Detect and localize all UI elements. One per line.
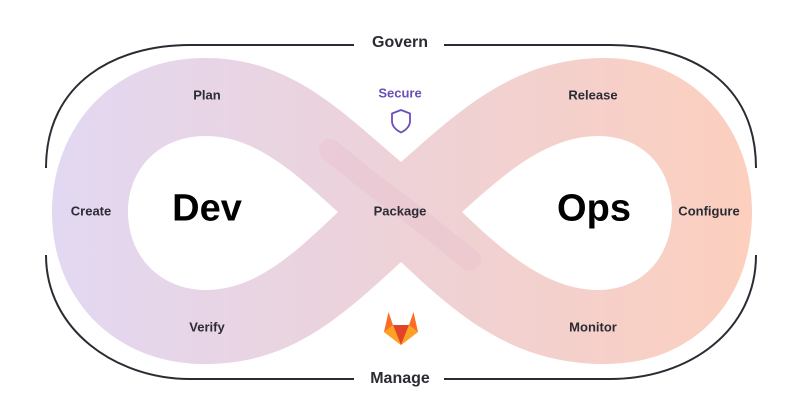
stage-verify: Verify	[189, 319, 225, 335]
secure-label: Secure	[378, 85, 422, 101]
stage-package: Package	[373, 203, 427, 219]
frame-bottom-line-right	[444, 254, 757, 380]
govern-label: Govern	[371, 34, 429, 51]
frame-top-line	[45, 44, 354, 169]
shield-icon	[391, 109, 411, 134]
ops-label: Ops	[557, 187, 631, 230]
stage-plan: Plan	[193, 87, 221, 103]
stage-configure: Configure	[678, 203, 740, 219]
infinity-band	[52, 58, 752, 364]
stage-monitor: Monitor	[569, 319, 617, 335]
frame-top-line-right	[444, 44, 757, 169]
stage-create: Create	[70, 203, 112, 219]
frame-bottom-line	[45, 254, 354, 380]
stage-release: Release	[568, 87, 618, 103]
dev-label: Dev	[172, 187, 242, 230]
gitlab-logo-icon	[384, 312, 418, 345]
manage-label: Manage	[370, 370, 430, 387]
